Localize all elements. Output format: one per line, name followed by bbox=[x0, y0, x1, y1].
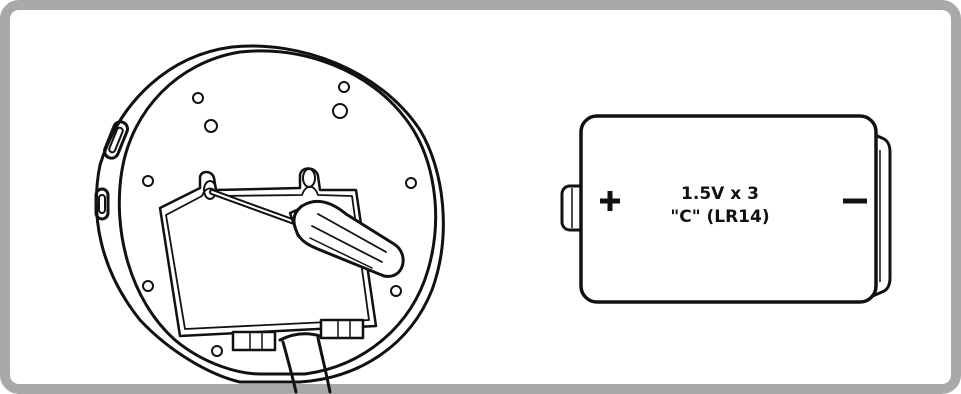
face-hole bbox=[338, 81, 350, 93]
bottom-tab-left bbox=[231, 330, 277, 352]
device-face bbox=[117, 49, 438, 376]
battery-size-label: "C" (LR14) bbox=[670, 207, 770, 227]
screwdriver-illustration bbox=[209, 189, 405, 278]
screwdriver-handle bbox=[292, 200, 405, 278]
side-button-lower-inner bbox=[98, 194, 106, 214]
cover-screw bbox=[302, 168, 316, 188]
bottom-tab-right bbox=[319, 318, 365, 340]
face-hole bbox=[405, 177, 417, 189]
cover-screw bbox=[203, 180, 217, 200]
stand-top bbox=[278, 332, 322, 342]
side-button-upper-inner bbox=[108, 126, 124, 154]
battery-voltage-label: 1.5V x 3 bbox=[681, 184, 759, 204]
stand-left-edge bbox=[281, 340, 298, 394]
face-hole bbox=[142, 175, 154, 187]
side-button-upper bbox=[103, 120, 129, 160]
face-hole bbox=[142, 280, 154, 292]
c-battery-illustration bbox=[560, 114, 892, 304]
face-hole bbox=[390, 285, 402, 297]
battery-body bbox=[579, 114, 878, 304]
face-hole bbox=[192, 92, 204, 104]
stand-right-edge bbox=[316, 336, 332, 394]
face-hole bbox=[204, 119, 218, 133]
face-hole bbox=[332, 103, 348, 119]
compartment-outer bbox=[158, 167, 378, 338]
side-button-lower bbox=[94, 187, 110, 221]
compartment-inner bbox=[165, 185, 370, 330]
face-hole bbox=[211, 345, 223, 357]
